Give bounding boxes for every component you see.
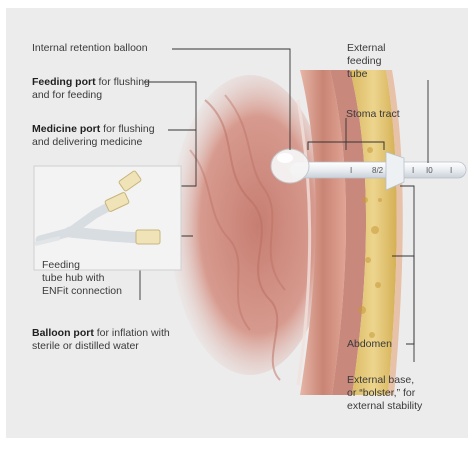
skin-layer [386,70,403,395]
label-balloon-port: Balloon port for inflation with sterile … [32,327,170,353]
label-feeding-port: Feeding port for flushing and for feedin… [32,76,150,102]
stomach-wall [300,70,347,395]
external-bolster [385,151,405,191]
feeding-port-desc-1: for flushing [95,76,150,88]
external-tube-line-2: feeding [347,55,382,67]
medicine-port-desc-2: and delivering medicine [32,136,143,148]
feeding-tube-hub-inset [33,165,182,271]
external-tube-line-1: External [347,42,386,54]
tube-marking-2: 8/2 [372,166,384,175]
stomach-interior [170,75,330,381]
feeding-port-title: Feeding port [32,76,96,88]
tube-marking-5: I [450,166,453,175]
feeding-hub-line-1: Feeding [42,259,80,271]
label-stoma-tract: Stoma tract [346,108,400,121]
feeding-hub-line-2: tube hub with [42,272,105,284]
label-medicine-port: Medicine port for flushing and deliverin… [32,123,155,149]
abdomen-text: Abdomen [347,338,392,350]
feeding-port-desc-2: and for feeding [32,89,103,101]
tube-marking-4: I0 [426,166,433,175]
label-bolster: External base, or “bolster,” for externa… [347,374,422,413]
abdominal-wall [330,70,367,395]
tube-marking-1: I [350,166,353,175]
label-external-tube: External feeding tube [347,42,386,81]
feeding-hub-line-3: ENFit connection [42,285,122,297]
medicine-port-title: Medicine port [32,123,101,135]
bolster-line-1: External base, [347,374,415,386]
balloon-port-desc-2: sterile or distilled water [32,340,139,352]
balloon-port-desc-1: for inflation with [93,327,170,339]
bolster-line-2: or “bolster,” for [347,387,416,399]
medicine-port-desc-1: for flushing [100,123,155,135]
label-retention-balloon-text: Internal retention balloon [32,42,148,54]
label-feeding-hub: Feeding tube hub with ENFit connection [42,259,122,298]
tube-marking-3: I [412,166,415,175]
label-retention-balloon: Internal retention balloon [32,42,148,55]
stoma-tract-text: Stoma tract [346,108,400,120]
bolster-line-3: external stability [347,400,423,412]
label-abdomen: Abdomen [347,338,392,351]
balloon-port-title: Balloon port [32,327,94,339]
external-tube-line-3: tube [347,68,368,80]
